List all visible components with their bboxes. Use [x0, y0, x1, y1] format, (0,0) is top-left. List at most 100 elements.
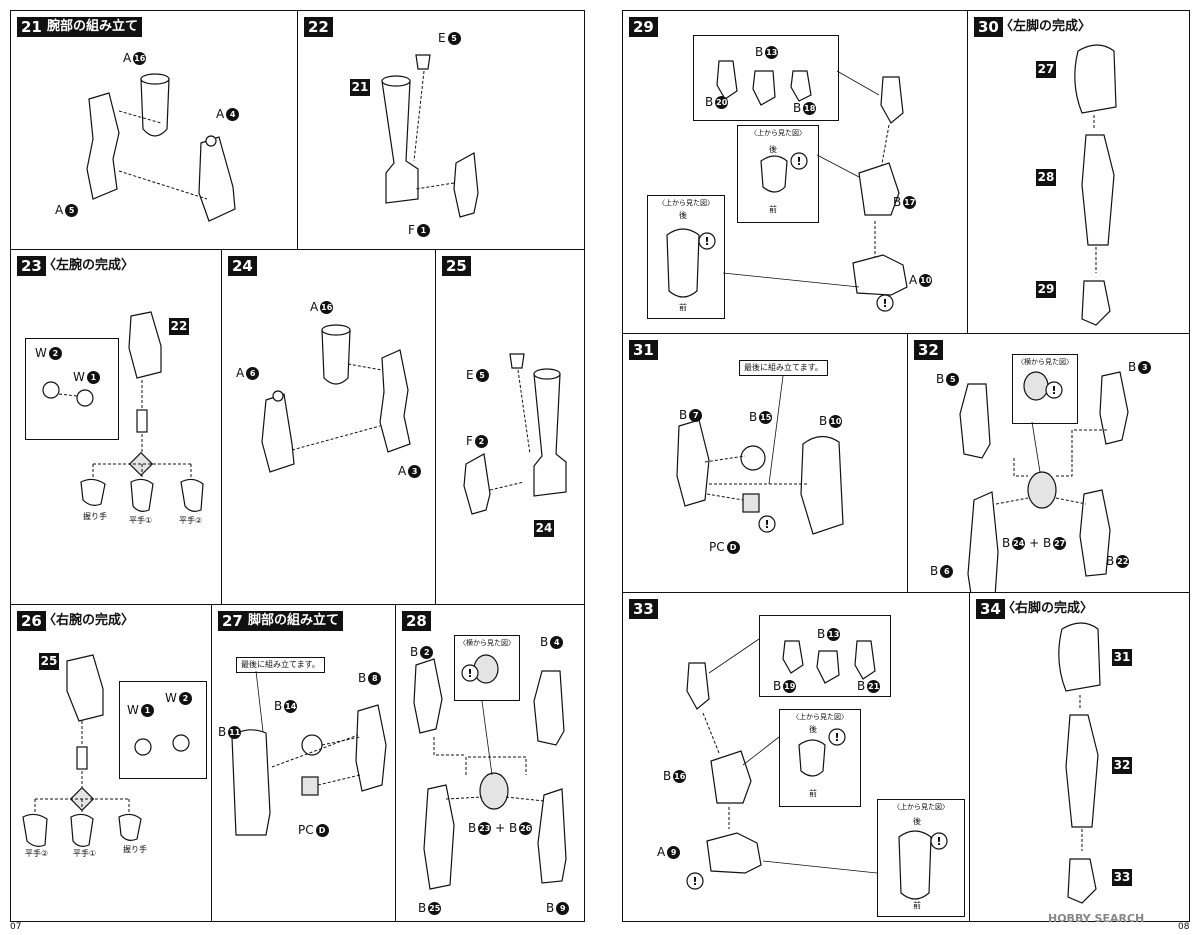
front-label-left: 前	[679, 303, 687, 312]
rear-label-top: 後	[809, 725, 817, 734]
caution-icon: !	[834, 731, 839, 744]
rear-label-top: 後	[769, 145, 777, 154]
hand-label-grip: 握り手	[123, 845, 147, 854]
step-33-diagram: !!!	[686, 638, 948, 900]
hand-label-flat1: 平手①	[129, 516, 153, 525]
step-22-diagram	[381, 54, 479, 218]
step-number: 32	[914, 340, 943, 360]
hand-label-flat1: 平手①	[73, 849, 97, 858]
step-34-diagram	[1058, 622, 1101, 904]
step-31-diagram: !	[676, 375, 844, 535]
ref-step-28: 28	[1036, 169, 1056, 186]
ref-step-31: 31	[1112, 649, 1132, 666]
watermark: HOBBY SEARCH	[1048, 912, 1145, 925]
step-number: 22	[304, 17, 333, 37]
step-number: 26	[17, 611, 46, 631]
assembly-note: 最後に組み立てます。	[739, 360, 828, 376]
ref-step-32: 32	[1112, 757, 1132, 774]
page-number-right: 08	[1178, 922, 1190, 932]
step-title: 〈左脚の完成〉	[1000, 19, 1092, 34]
rear-label-bottom: 後	[913, 817, 921, 826]
step-23-diagram	[42, 311, 204, 512]
ref-step-24: 24	[534, 520, 554, 537]
front-label-top: 前	[809, 789, 817, 798]
step-29-diagram: !!!	[666, 60, 908, 312]
caution-icon: !	[1051, 384, 1056, 397]
step-title: 脚部の組み立て	[244, 611, 344, 631]
hand-label-grip: 握り手	[83, 512, 107, 521]
rear-label-left: 後	[679, 211, 687, 220]
step-number: 33	[629, 599, 658, 619]
caution-icon: !	[882, 297, 887, 310]
assembly-note: 最後に組み立てます。	[236, 657, 325, 673]
caution-icon: !	[704, 235, 709, 248]
top-view-inset: 〈上から見た図〉	[737, 125, 819, 223]
wrist-inset	[25, 338, 119, 440]
step-number: 29	[629, 17, 658, 37]
page-number-left: 07	[10, 922, 22, 932]
step-title: 〈左腕の完成〉	[43, 258, 135, 273]
hand-label-flat2: 平手②	[25, 849, 49, 858]
step-number: 31	[629, 340, 658, 360]
ref-step-33: 33	[1112, 869, 1132, 886]
step-title: 〈右脚の完成〉	[1002, 601, 1094, 616]
wrist-inset	[119, 681, 207, 779]
step-28-diagram: !	[413, 654, 567, 890]
step-number: 21	[17, 17, 46, 37]
caution-icon: !	[764, 518, 769, 531]
caution-icon: !	[936, 835, 941, 848]
caution-icon: !	[796, 155, 801, 168]
step-title: 腕部の組み立て	[43, 17, 143, 37]
ref-step-29: 29	[1036, 281, 1056, 298]
step-34-panel: 34 〈右脚の完成〉 31 32 33	[969, 592, 1190, 922]
step-number: 23	[17, 256, 46, 276]
caution-icon: !	[692, 875, 697, 888]
step-30-panel: 30 〈左脚の完成〉 27 28 29	[967, 10, 1190, 334]
front-label-bottom: 前	[913, 901, 921, 910]
caution-icon: !	[467, 667, 472, 680]
ref-step-22: 22	[169, 318, 189, 335]
step-30-diagram	[1074, 44, 1117, 326]
ref-step-25: 25	[39, 653, 59, 670]
step-title: 〈右腕の完成〉	[43, 613, 135, 628]
